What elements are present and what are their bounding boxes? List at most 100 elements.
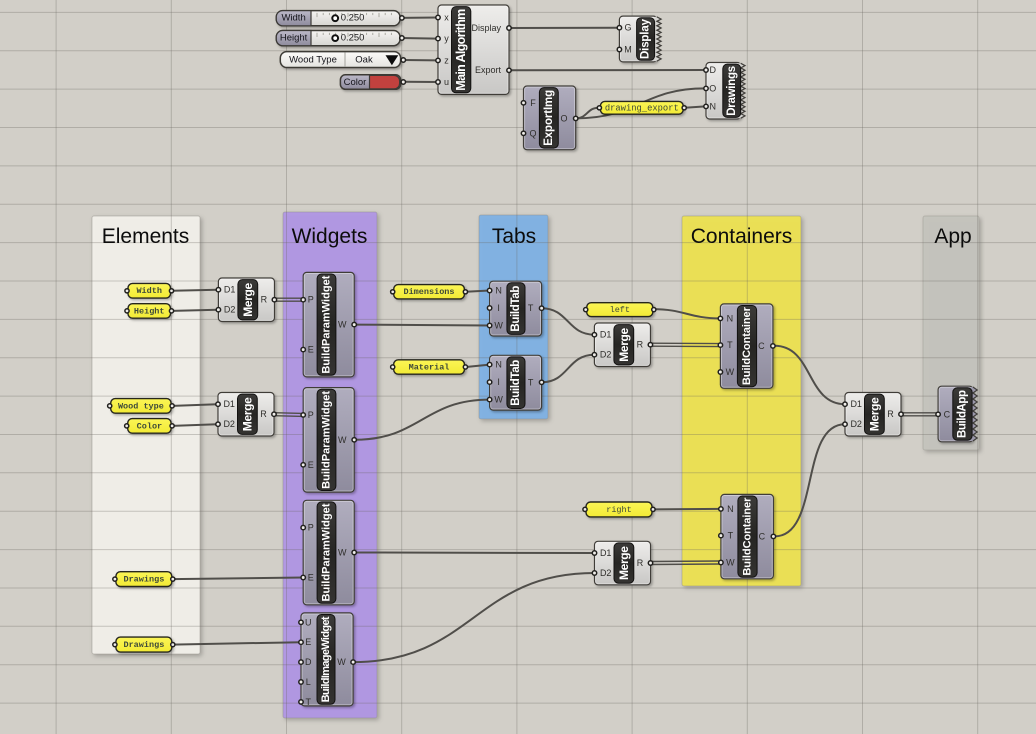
svg-text:BuildParamWidget: BuildParamWidget [321,275,333,373]
svg-text:Wood Type: Wood Type [289,54,337,65]
svg-text:G: G [624,23,631,33]
svg-text:0.250: 0.250 [341,33,365,44]
svg-text:Drawings: Drawings [123,640,164,650]
svg-text:BuildTab: BuildTab [510,286,522,332]
svg-text:I: I [497,377,500,387]
svg-text:P: P [308,410,314,420]
svg-text:D1: D1 [224,285,236,295]
svg-text:Drawings: Drawings [726,66,738,116]
svg-text:W: W [338,435,347,445]
svg-text:BuildContainer: BuildContainer [742,497,754,576]
svg-text:E: E [308,573,314,583]
svg-text:T: T [727,340,733,350]
svg-text:C: C [758,341,765,351]
svg-text:Containers: Containers [691,225,793,248]
svg-text:D1: D1 [600,330,612,340]
svg-text:W: W [726,558,735,568]
svg-text:Tabs: Tabs [492,225,536,248]
svg-text:0.250: 0.250 [341,13,365,24]
svg-text:R: R [887,409,894,419]
svg-text:Merge: Merge [617,327,631,361]
svg-text:u: u [444,77,449,87]
svg-text:y: y [444,34,449,44]
svg-text:D1: D1 [850,399,862,409]
svg-text:Width: Width [136,286,162,296]
svg-text:O: O [560,113,567,123]
svg-text:Material: Material [409,363,450,373]
svg-text:Wood type: Wood type [118,401,164,411]
svg-text:C: C [944,409,951,419]
svg-text:T: T [528,303,534,313]
svg-text:z: z [444,55,449,65]
svg-text:Dimensions: Dimensions [403,287,454,297]
svg-text:Height: Height [280,33,308,44]
svg-text:BuildApp: BuildApp [957,390,969,438]
svg-text:Merge: Merge [867,397,881,431]
svg-text:Elements: Elements [102,225,190,248]
svg-text:R: R [637,558,644,568]
svg-text:C: C [759,531,766,541]
svg-text:R: R [261,295,268,305]
svg-text:P: P [308,523,314,533]
svg-text:R: R [260,409,267,419]
svg-text:BuildTab: BuildTab [510,360,522,406]
svg-text:U: U [305,617,312,627]
svg-text:Color: Color [137,421,163,431]
svg-text:N: N [727,504,734,514]
svg-text:P: P [308,295,314,305]
svg-text:W: W [494,395,503,405]
svg-text:E: E [308,460,314,470]
svg-text:D: D [709,65,716,75]
svg-text:E: E [308,345,314,355]
svg-text:Height: Height [134,306,165,316]
svg-text:Display: Display [471,23,501,33]
svg-text:N: N [495,286,502,296]
svg-text:drawing_export: drawing_export [605,103,679,113]
svg-text:L: L [306,677,311,687]
svg-text:Color: Color [344,77,367,88]
svg-text:Display: Display [640,18,652,59]
svg-text:Widgets: Widgets [292,225,368,248]
svg-text:Export: Export [475,65,502,75]
svg-text:D2: D2 [600,350,612,360]
svg-text:Width: Width [281,13,305,24]
svg-text:Merge: Merge [240,397,254,431]
svg-text:T: T [306,697,312,707]
svg-text:right: right [606,505,632,515]
svg-text:W: W [494,321,503,331]
svg-text:BuildParamWidget: BuildParamWidget [321,391,333,489]
svg-text:Merge: Merge [241,282,255,316]
svg-text:Q: Q [529,128,536,138]
svg-text:BuildImageWidget: BuildImageWidget [320,616,332,702]
svg-text:BuildParamWidget: BuildParamWidget [321,503,333,601]
svg-text:D2: D2 [600,568,612,578]
svg-text:M: M [624,45,632,55]
svg-text:D1: D1 [223,399,235,409]
svg-text:R: R [637,340,644,350]
svg-text:Oak: Oak [355,54,373,65]
svg-text:W: W [337,657,346,667]
svg-text:T: T [728,531,734,541]
svg-text:N: N [495,360,502,370]
svg-text:W: W [726,367,735,377]
svg-text:W: W [338,548,347,558]
svg-text:left: left [610,305,630,315]
svg-text:D2: D2 [223,419,235,429]
svg-text:W: W [338,320,347,330]
svg-text:F: F [530,98,536,108]
svg-text:N: N [727,313,734,323]
svg-text:x: x [444,13,449,23]
svg-text:D2: D2 [224,305,236,315]
svg-text:E: E [305,637,311,647]
svg-text:BuildContainer: BuildContainer [741,306,753,385]
svg-text:D: D [305,657,312,667]
svg-text:I: I [497,303,500,313]
svg-text:D1: D1 [600,548,612,558]
svg-text:O: O [709,83,716,93]
svg-text:App: App [934,225,971,248]
svg-text:Drawings: Drawings [123,575,164,585]
svg-text:T: T [528,377,534,387]
svg-text:N: N [709,101,716,111]
svg-text:Main Algorithm: Main Algorithm [454,9,468,91]
svg-text:D2: D2 [850,419,862,429]
